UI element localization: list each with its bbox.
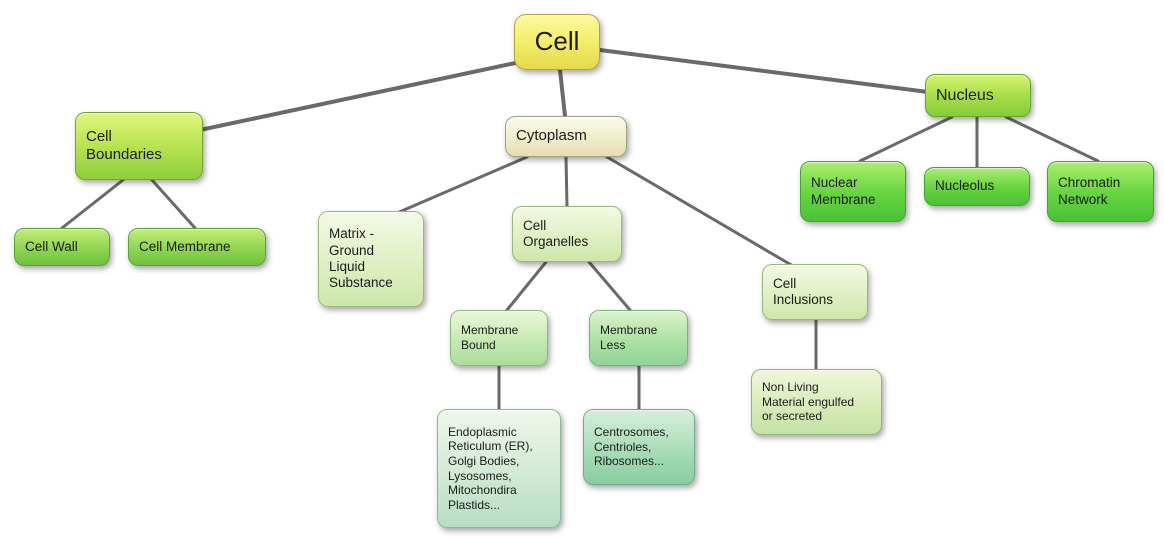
node-cell: Cell — [514, 14, 600, 70]
node-cell-inclusions-label: Cell Inclusions — [773, 275, 834, 307]
node-membrane-less-label: Membrane Less — [600, 323, 658, 352]
node-membrane-less: Membrane Less — [589, 310, 688, 366]
node-nucleolus-label: Nucleolus — [935, 178, 995, 194]
node-non-living: Non Living Material engulfed or secreted — [751, 369, 882, 435]
edge-cell-cytoplasm — [558, 68, 567, 118]
edge-boundaries-wall — [60, 178, 125, 230]
node-cell-boundaries-label: Cell Boundaries — [86, 127, 162, 163]
node-cell-membrane-label: Cell Membrane — [139, 238, 231, 254]
node-centrosomes-list-label: Centrosomes, Centrioles, Ribosomes... — [594, 425, 669, 469]
node-endoplasmic-list-label: Endoplasmic Reticulum (ER), Golgi Bodies… — [448, 424, 533, 512]
edge-cell-cell-boundaries — [198, 60, 522, 132]
node-membrane-bound-label: Membrane Bound — [461, 323, 519, 352]
node-cytoplasm: Cytoplasm — [505, 116, 627, 157]
edge-organelles-less — [587, 260, 632, 312]
node-chromatin-network: Chromatin Network — [1047, 161, 1154, 222]
edge-cytoplasm-matrix — [395, 155, 529, 215]
edge-boundaries-membrane — [150, 178, 197, 230]
node-cell-organelles: Cell Organelles — [512, 206, 622, 262]
edge-nucleus-chromatin — [1004, 115, 1100, 163]
node-cell-label: Cell — [534, 26, 580, 57]
node-nuclear-membrane-label: Nuclear Membrane — [811, 175, 876, 207]
node-cell-inclusions: Cell Inclusions — [762, 264, 868, 320]
node-cell-wall-label: Cell Wall — [25, 238, 78, 254]
edge-organelles-bound — [505, 260, 548, 312]
node-centrosomes-list: Centrosomes, Centrioles, Ribosomes... — [583, 409, 695, 485]
node-cell-boundaries: Cell Boundaries — [75, 112, 203, 180]
node-cytoplasm-label: Cytoplasm — [516, 127, 587, 145]
node-nucleolus: Nucleolus — [924, 167, 1030, 206]
node-chromatin-network-label: Chromatin Network — [1058, 175, 1121, 207]
edge-cytoplasm-organelles — [564, 155, 569, 208]
node-matrix: Matrix - Ground Liquid Substance — [318, 211, 424, 307]
node-cell-membrane: Cell Membrane — [128, 228, 266, 266]
node-matrix-label: Matrix - Ground Liquid Substance — [329, 226, 393, 291]
edge-nucleus-nuclear-membrane — [858, 115, 954, 163]
node-nuclear-membrane: Nuclear Membrane — [800, 161, 906, 222]
node-endoplasmic-list: Endoplasmic Reticulum (ER), Golgi Bodies… — [437, 409, 561, 528]
node-cell-organelles-label: Cell Organelles — [523, 217, 589, 249]
node-nucleus-label: Nucleus — [936, 86, 994, 104]
edge-cell-nucleus — [598, 48, 930, 94]
node-nucleus: Nucleus — [925, 74, 1031, 117]
node-cell-wall: Cell Wall — [14, 228, 110, 266]
node-membrane-bound: Membrane Bound — [450, 310, 548, 366]
node-non-living-label: Non Living Material engulfed or secreted — [762, 380, 855, 424]
edge-cytoplasm-inclusions — [605, 155, 795, 268]
